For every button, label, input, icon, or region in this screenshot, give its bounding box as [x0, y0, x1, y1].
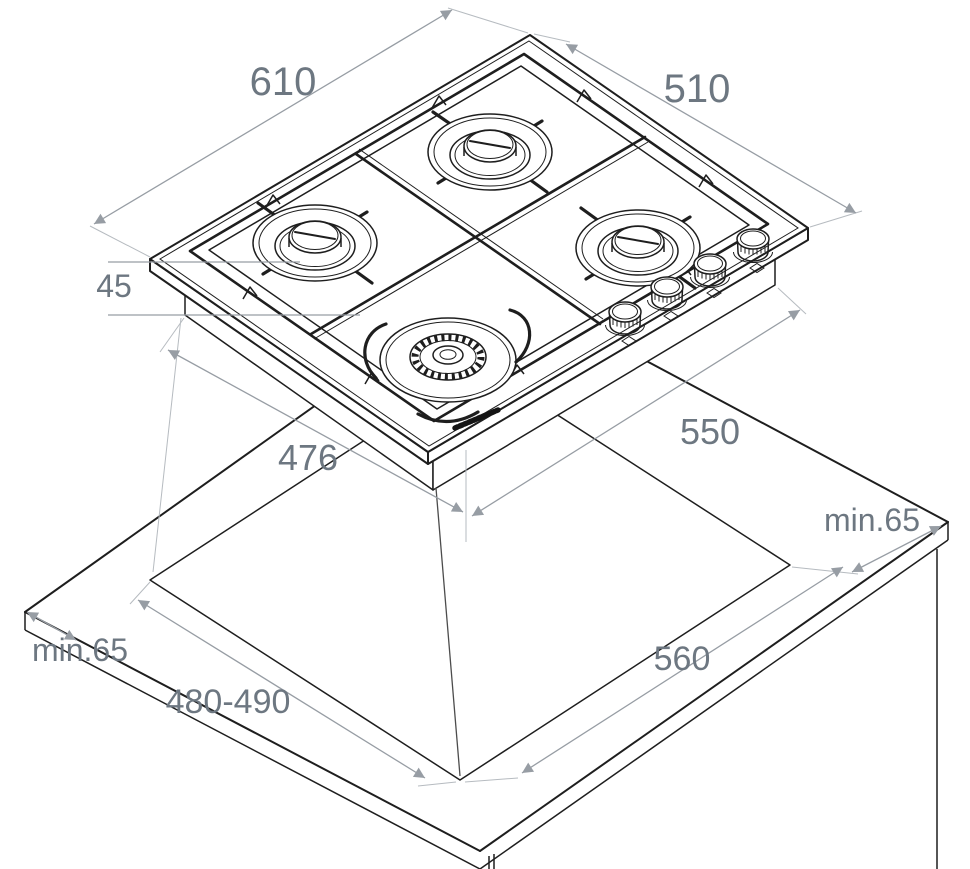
dim-hob-width: 610	[89, 7, 529, 258]
dim-side-clearance-label: min.65	[824, 502, 920, 538]
dim-side-clearance: min.65	[791, 502, 942, 575]
dim-cutout-width: 560	[464, 566, 844, 783]
dim-hob-height-label: 45	[96, 268, 132, 304]
dimension-annotations: 610 510 45 476 550	[26, 7, 942, 787]
alignment-drop-line	[435, 487, 461, 777]
dim-hob-depth: 510	[533, 33, 863, 228]
dim-front-clearance-label: min.65	[32, 632, 128, 668]
dim-cutout-width-label: 560	[654, 640, 711, 678]
dim-cutout-depth-label: 480-490	[166, 683, 291, 721]
dim-front-clearance: min.65	[26, 611, 128, 668]
dim-cutout-depth: 480-490	[129, 581, 457, 787]
burner-back	[427, 113, 553, 191]
burner-right	[575, 209, 701, 287]
dim-body-depth: 476	[159, 317, 467, 542]
dim-body-width-label: 550	[680, 411, 740, 452]
dim-hob-height: 45	[96, 261, 360, 316]
burner-left	[252, 204, 378, 282]
dim-hob-width-label: 610	[250, 60, 317, 104]
dim-body-width: 550	[471, 287, 807, 517]
dim-hob-depth-label: 510	[664, 67, 731, 111]
dim-body-depth-label: 476	[278, 437, 338, 478]
